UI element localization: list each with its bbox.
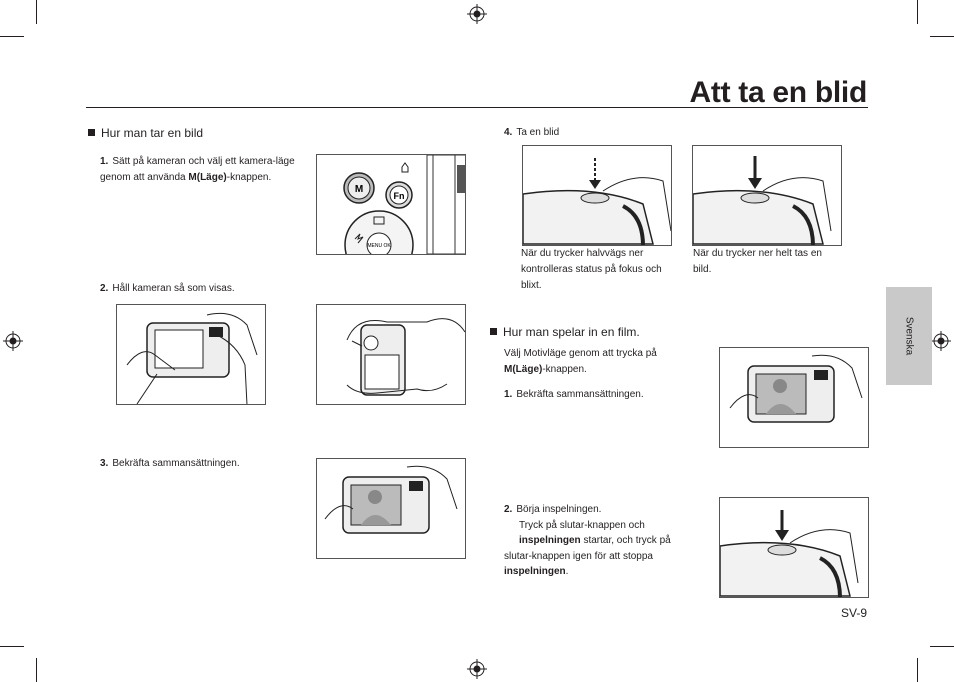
- section-heading-photo: Hur man tar en bild: [88, 126, 203, 140]
- bullet-square-icon: [88, 129, 95, 136]
- crop-mark: [917, 658, 918, 682]
- section-heading-film: Hur man spelar in en film.: [490, 325, 640, 339]
- registration-mark-icon: [931, 331, 951, 351]
- figure-camera-buttons: M Fn MENU OK: [316, 154, 466, 255]
- page-number: SV-9: [840, 606, 867, 620]
- figure-hold-vertical: [316, 304, 466, 405]
- caption-half-press: När du trycker halvvägs ner kontrolleras…: [521, 248, 662, 291]
- film-intro: Välj Motivläge genom att trycka på M(Läg…: [504, 348, 657, 375]
- crop-mark: [36, 658, 37, 682]
- step-2: 2.Håll kameran så som visas.: [100, 283, 235, 294]
- figure-composition: [316, 458, 466, 559]
- film-step-1: 1.Bekräfta sammansättningen.: [504, 389, 644, 400]
- crop-mark: [917, 0, 918, 24]
- bullet-square-icon: [490, 328, 497, 335]
- registration-mark-icon: [3, 331, 23, 351]
- caption-full-press: När du trycker ner helt tas en bild.: [693, 248, 822, 275]
- title-rule: [86, 107, 868, 108]
- crop-mark: [36, 0, 37, 24]
- step-1: 1.Sätt på kameran och välj ett kamera-lä…: [100, 156, 295, 183]
- language-tab-label: Svenska: [903, 316, 915, 356]
- crop-mark: [930, 646, 954, 647]
- figure-half-press: [522, 145, 672, 246]
- figure-hold-horizontal: [116, 304, 266, 405]
- step-4: 4.Ta en blid: [504, 127, 560, 138]
- language-tab: Svenska: [886, 287, 932, 385]
- svg-text:M: M: [355, 184, 363, 195]
- svg-text:Fn: Fn: [394, 191, 405, 201]
- crop-mark: [0, 36, 24, 37]
- film-step-2: 2.Börja inspelningen. Tryck på slutar-kn…: [504, 504, 671, 577]
- figure-full-press: [692, 145, 842, 246]
- registration-mark-icon: [467, 659, 487, 679]
- step-3: 3.Bekräfta sammansättningen.: [100, 458, 240, 469]
- crop-mark: [0, 646, 24, 647]
- crop-mark: [930, 36, 954, 37]
- page-title: Att ta en blid: [689, 76, 868, 109]
- figure-film-composition: [719, 347, 869, 448]
- registration-mark-icon: [467, 4, 487, 24]
- figure-film-press: [719, 497, 869, 598]
- svg-text:MENU OK: MENU OK: [367, 243, 391, 249]
